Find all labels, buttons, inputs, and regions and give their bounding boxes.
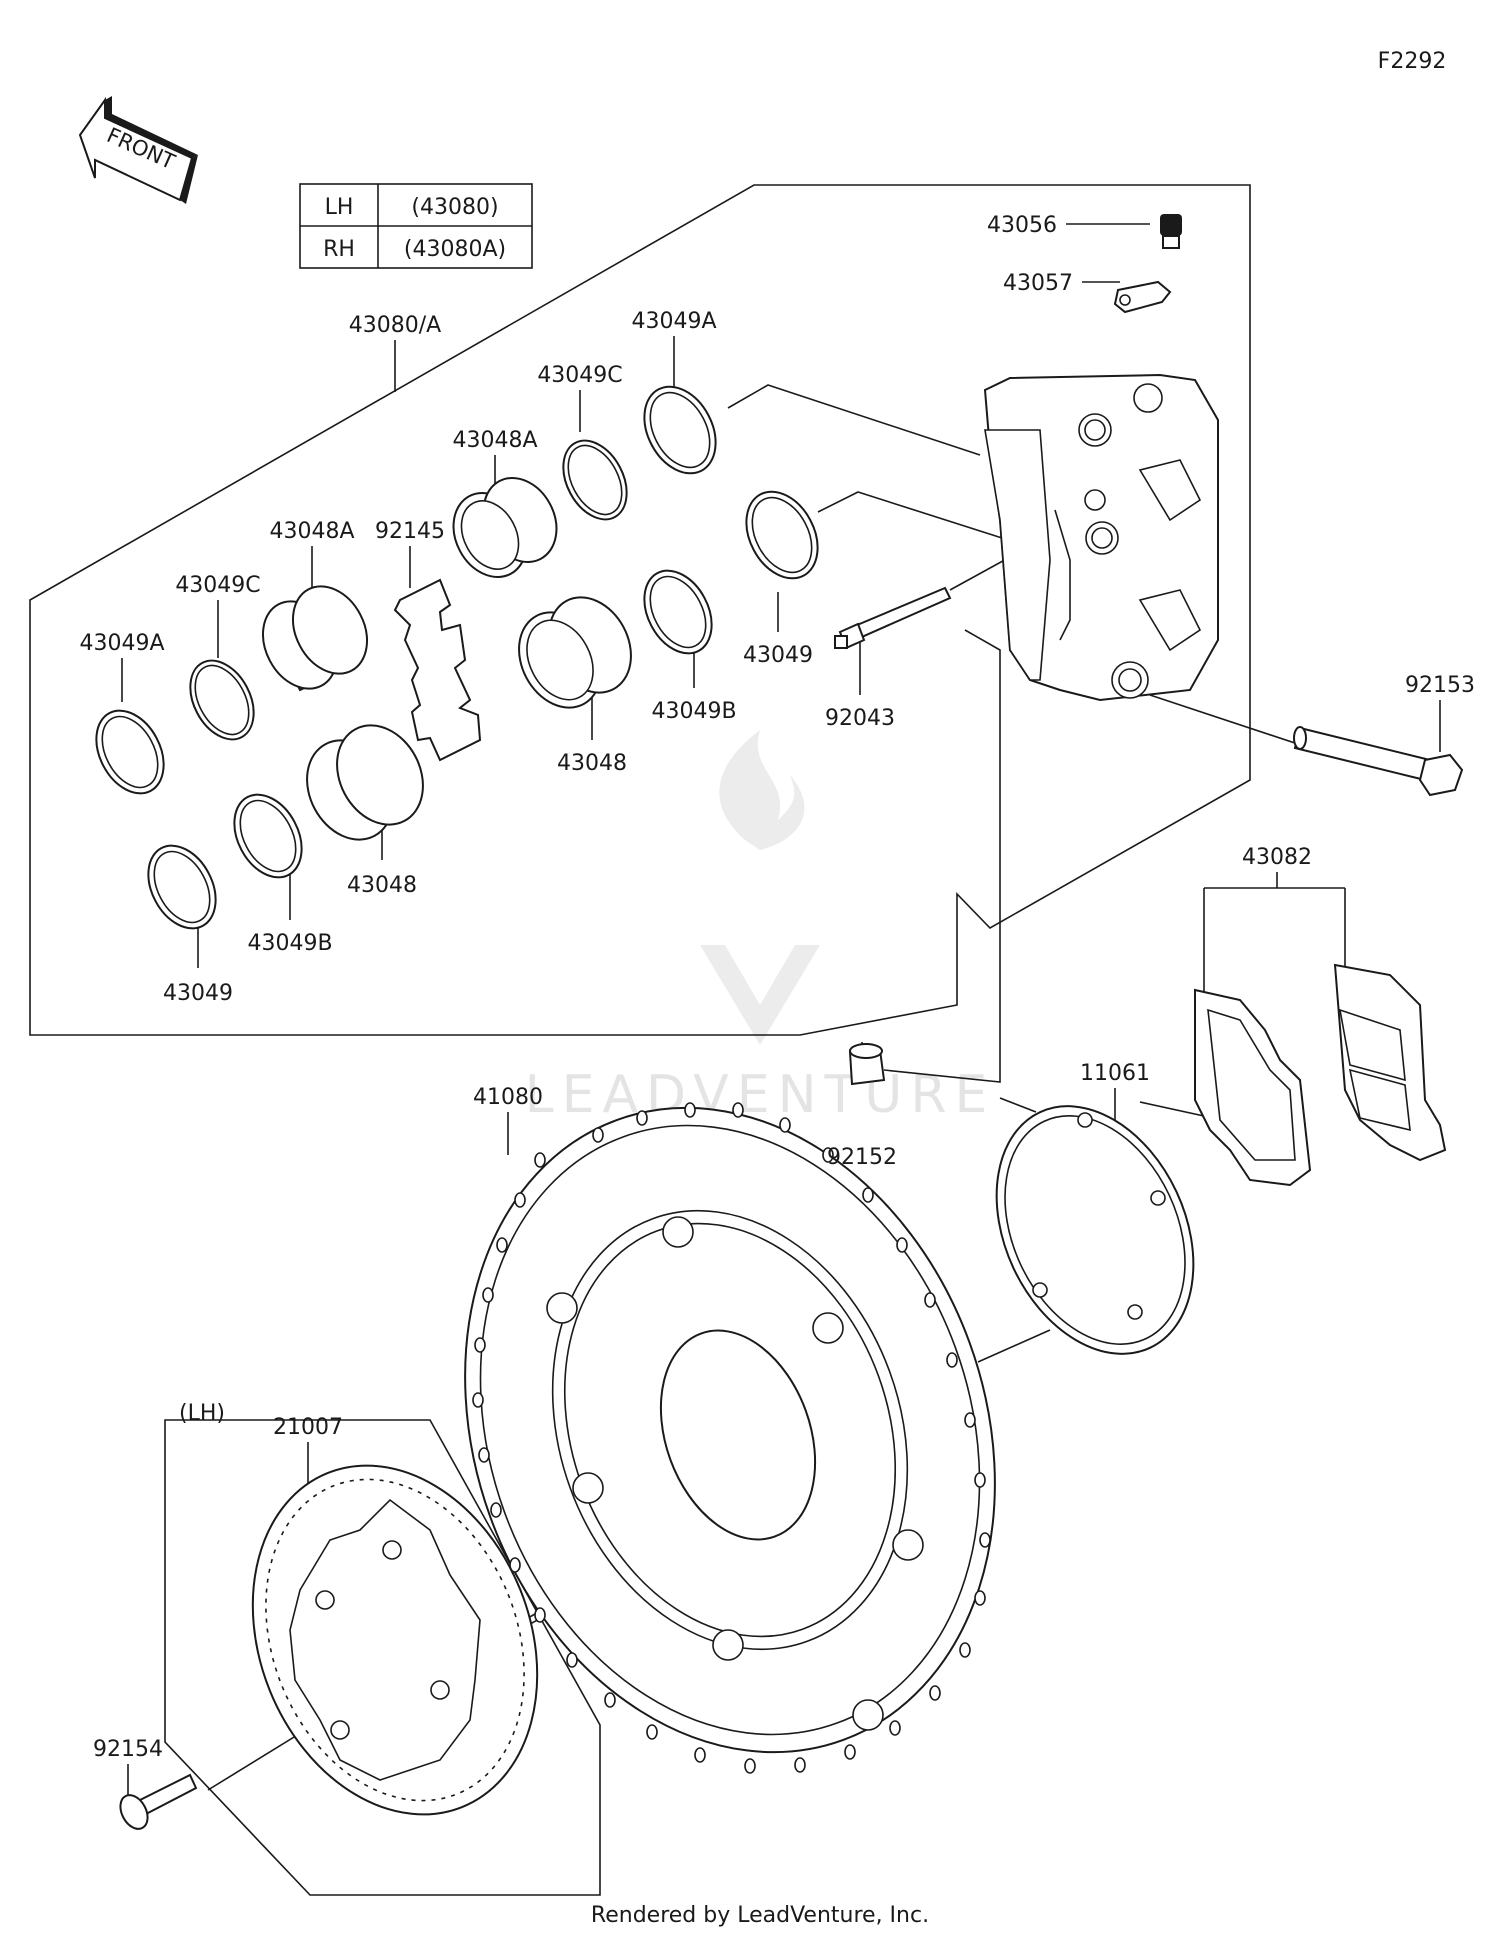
- pad-spring-92145: [393, 578, 482, 762]
- variant-label: (LH): [179, 1401, 225, 1426]
- callout-labels: 43080/A 43049A 43049C 43048A 92145 43048…: [79, 213, 1475, 1762]
- lh-variant-boundary: [164, 1419, 601, 1896]
- piston-43048A-mid: [452, 476, 558, 579]
- callout-21007: 21007: [273, 1415, 343, 1440]
- pad-pin-92043: [834, 586, 952, 650]
- callout-43049B-mid: 43049B: [651, 699, 736, 724]
- callout-11061: 11061: [1080, 1061, 1150, 1086]
- table-row-lh-side: LH: [325, 195, 354, 220]
- cap-43057: [1113, 280, 1172, 314]
- callout-43048-left: 43048: [347, 873, 417, 898]
- table-row-rh-side: RH: [323, 237, 355, 262]
- screw-92154: [119, 1773, 198, 1830]
- callout-41080: 41080: [473, 1085, 543, 1110]
- callout-43049C-mid: 43049C: [537, 363, 622, 388]
- callout-43049A-left: 43049A: [79, 631, 164, 656]
- callout-43057: 43057: [1003, 271, 1073, 296]
- table-row-rh-part: (43080A): [404, 237, 506, 262]
- callout-43049A-mid: 43049A: [631, 309, 716, 334]
- collar-92152: [848, 1043, 886, 1086]
- footer-credit: Rendered by LeadVenture, Inc.: [591, 1903, 929, 1928]
- piston-43048-left: [306, 724, 424, 841]
- assembly-table: LH (43080) RH (43080A): [299, 183, 533, 269]
- mounting-bolt-92153: [1293, 726, 1464, 797]
- piston-43048-mid: [518, 596, 632, 709]
- callout-43049-left: 43049: [163, 981, 233, 1006]
- callout-92152: 92152: [827, 1145, 897, 1170]
- callout-43048-mid: 43048: [557, 751, 627, 776]
- figure-code: F2292: [1378, 49, 1447, 74]
- callout-43082: 43082: [1242, 845, 1312, 870]
- callout-92043: 92043: [825, 706, 895, 731]
- callout-43049C-left: 43049C: [175, 573, 260, 598]
- callout-43049-mid: 43049: [743, 643, 813, 668]
- callout-43048A-mid: 43048A: [452, 428, 537, 453]
- watermark-text: LEADVENTURE: [525, 1065, 996, 1125]
- callout-43048A-left: 43048A: [269, 519, 354, 544]
- caliper-assembly-boundary: [29, 184, 1251, 1036]
- abs-rotor-21007: [251, 1464, 539, 1816]
- watermark: LEADVENTURE: [525, 730, 996, 1125]
- bleeder-valve-43056: [1160, 214, 1182, 249]
- shim-11061: [995, 1105, 1195, 1355]
- brake-caliper-body: [983, 373, 1219, 702]
- callout-43049B-left: 43049B: [247, 931, 332, 956]
- callout-92153: 92153: [1405, 673, 1475, 698]
- callout-92145: 92145: [375, 519, 445, 544]
- brake-pads-43082: [1194, 963, 1447, 1187]
- callout-43080A: 43080/A: [349, 313, 441, 338]
- table-row-lh-part: (43080): [411, 195, 498, 220]
- brake-disc-41080: [464, 1102, 996, 1774]
- front-arrow-icon: FRONT: [78, 96, 198, 204]
- piston-43048A-left: [262, 585, 368, 692]
- seals-and-rings: [95, 385, 819, 930]
- callout-92154: 92154: [93, 1737, 163, 1762]
- callout-43056: 43056: [987, 213, 1057, 238]
- pistons: [262, 476, 632, 841]
